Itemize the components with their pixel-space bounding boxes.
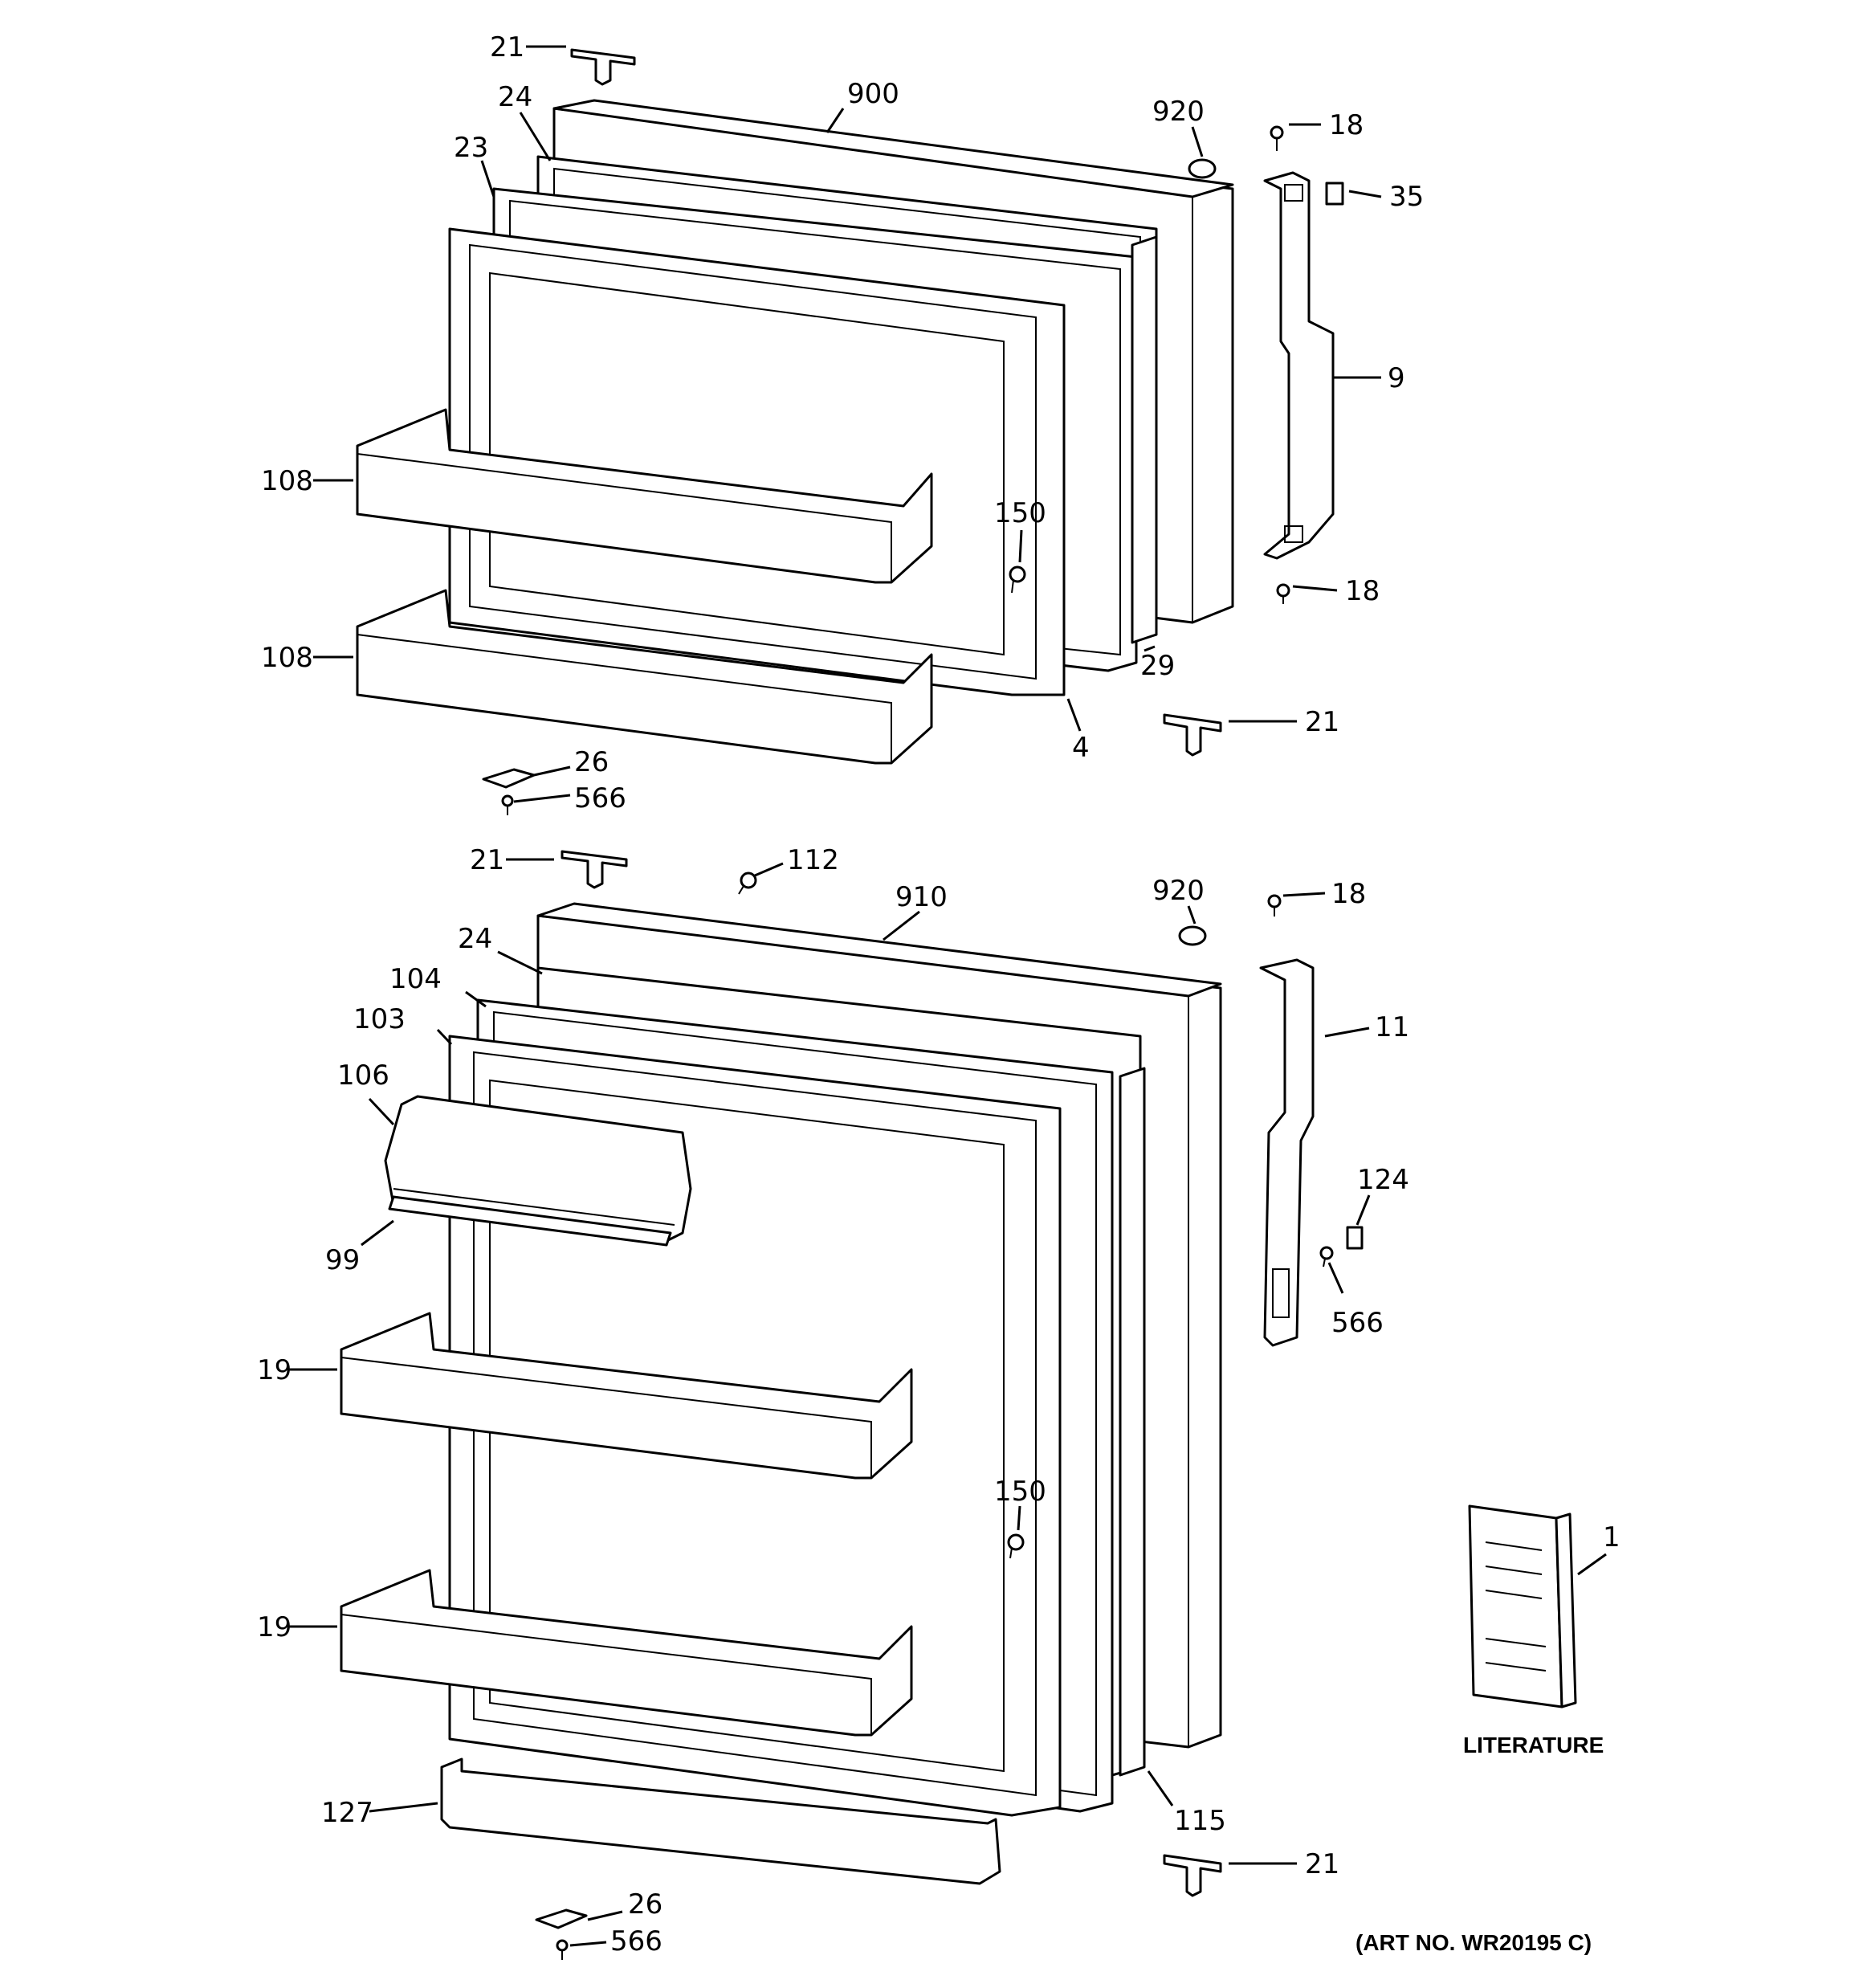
top-door-callouts: 21 24 900 920 18 35 23 9 108 150 18 108 … (261, 31, 1424, 814)
callout-920: 920 (1152, 96, 1205, 128)
callout-29: 29 (1140, 650, 1175, 682)
part-21-hinge-pin-bottom (1163, 713, 1222, 757)
part-9-hinge-bar (1263, 171, 1335, 560)
callout-21: 21 (490, 31, 524, 63)
part-920-plug (1178, 925, 1207, 946)
callout-566: 566 (1331, 1307, 1384, 1339)
part-19-lower-door-shelf (340, 1569, 913, 1737)
callout-108: 108 (261, 642, 313, 674)
callout-900: 900 (847, 78, 899, 110)
bottom-door-assembly (340, 850, 1577, 1960)
art-number-label: (ART NO. WR20195 C) (1355, 1930, 1592, 1955)
callout-18: 18 (1331, 878, 1366, 910)
callout-108: 108 (261, 465, 313, 497)
callout-18: 18 (1345, 575, 1380, 607)
part-99-dairy-hinge (388, 1195, 672, 1247)
callout-19: 19 (257, 1354, 291, 1386)
callout-21: 21 (1305, 706, 1339, 738)
part-150-screw (1009, 565, 1026, 594)
part-124-clip (1346, 1226, 1364, 1250)
part-18-screw-upper (1270, 125, 1284, 151)
callout-23: 23 (454, 132, 488, 164)
top-door-assembly (356, 48, 1344, 815)
part-108-lower-door-shelf (356, 589, 933, 765)
bottom-door-callouts: 21 112 910 920 18 24 104 103 11 106 124 … (257, 844, 1620, 1957)
callout-106: 106 (337, 1059, 389, 1092)
part-566-screw (556, 1939, 569, 1960)
callout-112: 112 (787, 844, 839, 876)
callout-104: 104 (389, 963, 442, 995)
part-21-hinge-pin-bottom (1163, 1854, 1222, 1897)
callout-21: 21 (1305, 1848, 1339, 1880)
part-566-screw (501, 794, 514, 815)
part-19-upper-door-shelf (340, 1312, 913, 1480)
callout-11: 11 (1375, 1011, 1409, 1043)
part-26-hinge-plate (535, 1908, 588, 1929)
part-920-plug (1188, 158, 1217, 179)
callout-26: 26 (628, 1888, 662, 1921)
callout-150: 150 (994, 1476, 1046, 1508)
callout-103: 103 (353, 1003, 406, 1035)
part-127-bottom-trim (440, 1757, 1001, 1885)
part-112-screw (738, 872, 757, 895)
callout-35: 35 (1389, 181, 1424, 213)
part-566-screw-right (1319, 1246, 1334, 1268)
part-115-side-strip (1119, 1067, 1146, 1777)
literature-label: LITERATURE (1463, 1733, 1604, 1757)
callout-21: 21 (470, 844, 504, 876)
callout-127: 127 (321, 1797, 373, 1829)
callout-566: 566 (610, 1925, 662, 1957)
part-35-clip (1325, 182, 1344, 206)
part-29-side-strip (1131, 235, 1158, 644)
part-150-screw (1007, 1533, 1025, 1559)
callout-150: 150 (994, 497, 1046, 529)
part-108-upper-door-shelf (356, 408, 933, 584)
callout-9: 9 (1388, 362, 1405, 394)
callout-24: 24 (498, 81, 532, 113)
callout-19: 19 (257, 1611, 291, 1643)
part-11-hinge-bar (1259, 958, 1315, 1347)
callout-566: 566 (574, 782, 626, 814)
callout-910: 910 (895, 881, 948, 913)
part-1-literature-booklet (1468, 1504, 1577, 1708)
callout-4: 4 (1072, 732, 1090, 764)
callout-920: 920 (1152, 875, 1205, 907)
leader-lines (289, 45, 1607, 1947)
part-21-hinge-pin-top (570, 48, 636, 86)
callout-115: 115 (1174, 1805, 1226, 1837)
callout-18: 18 (1329, 109, 1364, 141)
callout-124: 124 (1357, 1164, 1409, 1196)
part-21-hinge-pin-top (561, 850, 628, 889)
callout-99: 99 (325, 1244, 360, 1276)
callout-24: 24 (458, 923, 492, 955)
part-18-screw (1267, 894, 1282, 916)
callout-1: 1 (1603, 1521, 1620, 1553)
part-26-hinge-plate (482, 768, 536, 789)
callout-26: 26 (574, 746, 609, 778)
part-18-screw-lower (1276, 583, 1290, 604)
